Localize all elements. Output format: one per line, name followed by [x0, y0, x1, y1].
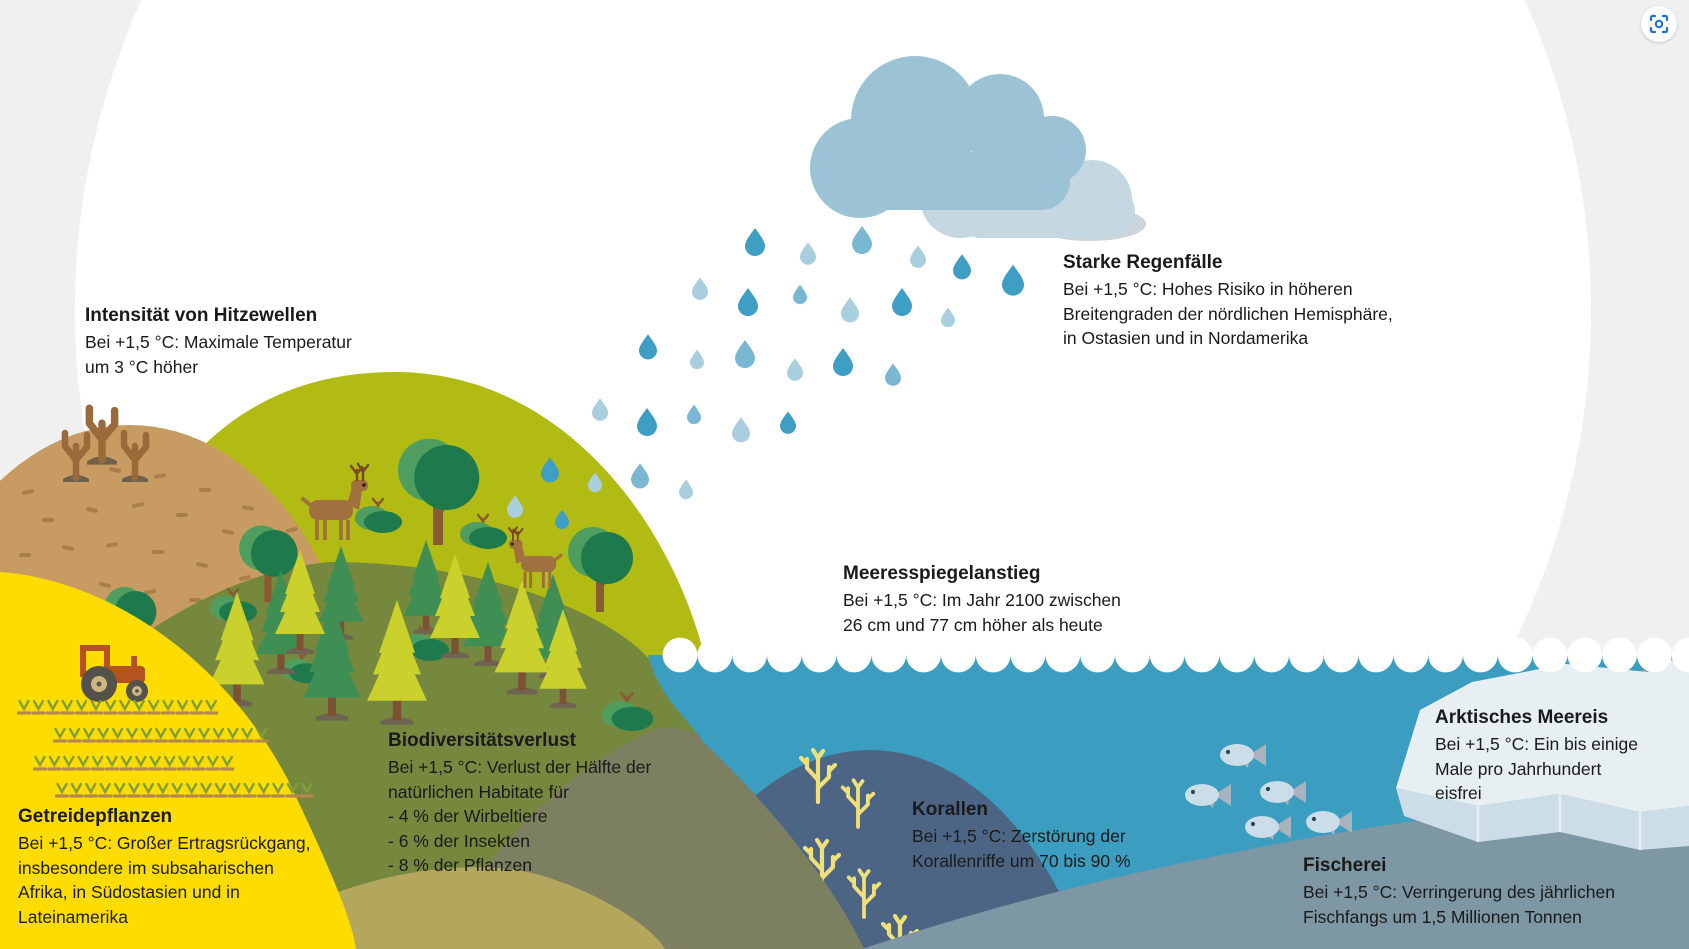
ocean-wave-icon [767, 637, 802, 673]
section-line: in Ostasien und in Nordamerika [1063, 328, 1309, 348]
ocean-wave-icon [906, 637, 941, 673]
ocean-wave-icon [1671, 637, 1689, 673]
section-line: Fischfangs um 1,5 Millionen Tonnen [1303, 906, 1582, 927]
label-arctic-sea-ice: Arktisches Meereis Bei +1,5 °C: Ein bis … [1435, 705, 1638, 806]
section-line: Bei +1,5 °C: Zerstörung der [912, 826, 1126, 846]
ocean-wave-icon [871, 637, 907, 673]
section-line: Male pro Jahrhundert [1435, 758, 1602, 779]
ocean-wave-scallops [662, 637, 1689, 673]
section-line: Bei +1,5 °C: Im Jahr 2100 zwischen [843, 590, 1121, 610]
screenshot-capture-icon[interactable] [1641, 6, 1677, 42]
section-line: natürlichen Habitate für [388, 781, 569, 802]
ocean-wave-icon [1045, 637, 1081, 673]
ocean-wave-icon [1289, 637, 1324, 673]
ocean-wave-icon [941, 637, 976, 673]
label-heavy-rain: Starke Regenfälle Bei +1,5 °C: Hohes Ris… [1063, 250, 1393, 351]
section-title: Korallen [912, 799, 989, 820]
section-line: Bei +1,5 °C: Hohes Risiko in höheren [1063, 279, 1353, 299]
label-corals: Korallen Bei +1,5 °C: Zerstörung der Kor… [912, 797, 1131, 873]
ocean-wave-icon [975, 637, 1011, 673]
ocean-wave-icon [1219, 637, 1255, 673]
ocean-wave-icon [1532, 637, 1568, 673]
section-title: Getreidepflanzen [18, 806, 173, 827]
section-title: Meeresspiegelanstieg [843, 563, 1041, 584]
ocean-wave-icon [1602, 637, 1637, 673]
ocean-wave-icon [662, 637, 698, 673]
ocean-wave-icon [1149, 637, 1185, 673]
ocean-wave-icon [1254, 637, 1289, 673]
section-title: Arktisches Meereis [1435, 707, 1609, 728]
ocean-wave-icon [1497, 637, 1533, 673]
label-biodiversity-loss: Biodiversitätsverlust Bei +1,5 °C: Verlu… [388, 728, 651, 878]
ocean-wave-icon [836, 637, 872, 673]
ocean-wave-icon [1637, 637, 1672, 673]
ocean-wave-icon [1463, 637, 1498, 673]
section-line: 26 cm und 77 cm höher als heute [843, 614, 1103, 635]
label-cereal-crops: Getreidepflanzen Bei +1,5 °C: Großer Ert… [18, 804, 310, 929]
ocean-wave-icon [801, 637, 837, 673]
label-sea-level-rise: Meeresspiegelanstieg Bei +1,5 °C: Im Jah… [843, 561, 1121, 637]
section-line: Korallenriffe um 70 bis 90 % [912, 850, 1131, 871]
section-line: Afrika, in Südostasien und in [18, 882, 240, 902]
label-fishery: Fischerei Bei +1,5 °C: Verringerung des … [1303, 853, 1615, 929]
crop-field [0, 572, 356, 949]
section-line: Bei +1,5 °C: Maximale Temperatur [85, 332, 352, 352]
section-line: - 4 % der Wirbeltiere [388, 806, 548, 826]
ocean-wave-icon [1393, 637, 1429, 673]
ocean-wave-icon [1010, 637, 1046, 673]
section-title: Starke Regenfälle [1063, 252, 1223, 273]
section-line: Breitengraden der nördlichen Hemisphäre, [1063, 303, 1393, 324]
ocean-wave-icon [1358, 637, 1394, 673]
ocean-wave-icon [732, 637, 767, 673]
section-line: eisfrei [1435, 783, 1482, 803]
section-line: Bei +1,5 °C: Ein bis einige [1435, 734, 1639, 754]
section-line: Bei +1,5 °C: Verlust der Hälfte der [388, 757, 652, 777]
rain-cloud-icon [810, 56, 1146, 241]
ocean-wave-icon [1115, 637, 1150, 673]
section-line: - 8 % der Pflanzen [388, 855, 532, 875]
section-line: - 6 % der Insekten [388, 830, 531, 851]
iceberg-icon [1396, 652, 1689, 850]
section-line: insbesondere im subsaharischen [18, 857, 274, 878]
section-title: Biodiversitätsverlust [388, 730, 576, 751]
section-title: Intensität von Hitzewellen [85, 305, 318, 326]
section-line: um 3 °C höher [85, 356, 199, 377]
section-line: Lateinamerika [18, 906, 128, 927]
ocean-wave-icon [1323, 637, 1359, 673]
section-title: Fischerei [1303, 855, 1387, 876]
section-line: Bei +1,5 °C: Großer Ertragsrückgang, [18, 833, 311, 853]
ocean-wave-icon [697, 637, 733, 673]
label-heatwaves: Intensität von Hitzewellen Bei +1,5 °C: … [85, 303, 352, 379]
section-line: Bei +1,5 °C: Verringerung des jährlichen [1303, 882, 1615, 902]
ocean-wave-icon [1184, 637, 1220, 673]
ocean-wave-icon [1428, 637, 1463, 673]
ocean-wave-icon [1567, 637, 1603, 673]
ocean-wave-icon [1080, 637, 1115, 673]
